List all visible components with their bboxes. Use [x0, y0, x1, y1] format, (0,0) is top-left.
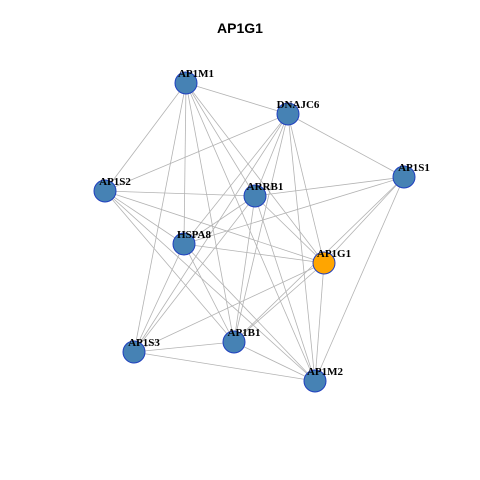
edge-hspa8-ap1b1: [183, 243, 235, 343]
node-label: AP1M2: [307, 366, 344, 378]
edge-dnajc6-ap1b1: [233, 113, 289, 343]
node-label: AP1S3: [128, 337, 160, 349]
node-circle[interactable]: [122, 340, 146, 364]
node-label: DNAJC6: [277, 99, 320, 111]
edge-ap1s1-hspa8: [183, 176, 405, 245]
edge-ap1s1-ap1m2: [314, 176, 405, 382]
edge-hspa8-ap1g1: [183, 243, 325, 264]
edge-ap1m1-ap1s2: [104, 82, 187, 192]
node-label: HSPA8: [177, 229, 212, 241]
node-circle[interactable]: [276, 102, 300, 126]
node-circle[interactable]: [312, 251, 336, 275]
node-ap1s3[interactable]: AP1S3: [122, 337, 160, 364]
node-ap1s1[interactable]: AP1S1: [392, 162, 430, 189]
node-label: AP1M1: [178, 68, 214, 80]
node-label: AP1G1: [317, 248, 351, 260]
edge-hspa8-ap1s3: [133, 243, 185, 353]
node-circle[interactable]: [172, 232, 196, 256]
edge-hspa8-ap1m2: [183, 243, 316, 382]
edge-dnajc6-ap1m2: [287, 113, 316, 382]
edge-ap1m1-hspa8: [183, 82, 187, 245]
edge-arrb1-ap1b1: [233, 195, 256, 343]
node-arrb1[interactable]: ARRB1: [243, 181, 284, 208]
node-circle[interactable]: [303, 369, 327, 393]
edge-dnajc6-arrb1: [254, 113, 289, 197]
edge-arrb1-ap1g1: [254, 195, 325, 264]
edge-ap1s2-ap1b1: [104, 190, 235, 343]
edge-dnajc6-ap1s2: [104, 113, 289, 192]
edge-dnajc6-ap1g1: [287, 113, 325, 264]
node-circle[interactable]: [93, 179, 117, 203]
graph-title: AP1G1: [217, 20, 263, 36]
edge-arrb1-hspa8: [183, 195, 256, 245]
node-ap1m2[interactable]: AP1M2: [303, 366, 344, 393]
edge-dnajc6-ap1s1: [287, 113, 405, 178]
edge-ap1m1-ap1b1: [185, 82, 235, 343]
edge-ap1m1-ap1m2: [185, 82, 316, 382]
node-label: AP1S1: [398, 162, 430, 174]
edge-ap1m1-dnajc6: [185, 82, 289, 115]
edge-arrb1-ap1s3: [133, 195, 256, 353]
edge-ap1g1-ap1s3: [133, 262, 325, 353]
edge-ap1s3-ap1m2: [133, 351, 316, 382]
edge-ap1g1-ap1m2: [314, 262, 325, 382]
edge-ap1m1-ap1g1: [185, 82, 325, 264]
node-ap1s2[interactable]: AP1S2: [93, 176, 131, 203]
edge-layer: [104, 82, 405, 382]
node-ap1g1[interactable]: AP1G1: [312, 248, 351, 275]
edge-arrb1-ap1m2: [254, 195, 316, 382]
edge-dnajc6-ap1s3: [133, 113, 289, 353]
node-label: ARRB1: [247, 181, 284, 193]
edge-ap1s2-ap1g1: [104, 190, 325, 264]
node-label: AP1S2: [99, 176, 131, 188]
node-label: AP1B1: [228, 327, 261, 339]
edge-ap1b1-ap1s3: [133, 341, 235, 353]
edge-ap1s2-ap1m2: [104, 190, 316, 382]
edge-ap1s2-arrb1: [104, 190, 256, 197]
node-ap1m1[interactable]: AP1M1: [174, 68, 214, 95]
edge-ap1s2-hspa8: [104, 190, 185, 245]
node-circle[interactable]: [222, 330, 246, 354]
node-circle[interactable]: [243, 184, 267, 208]
node-circle[interactable]: [392, 165, 416, 189]
edge-ap1m1-arrb1: [185, 82, 256, 197]
edge-ap1b1-ap1m2: [233, 341, 316, 382]
node-circle[interactable]: [174, 71, 198, 95]
edge-ap1s1-ap1g1: [323, 176, 405, 264]
edge-ap1s1-arrb1: [254, 176, 405, 197]
node-ap1b1[interactable]: AP1B1: [222, 327, 261, 354]
edge-ap1g1-ap1b1: [233, 262, 325, 343]
edge-ap1m1-ap1s3: [133, 82, 187, 353]
node-dnajc6[interactable]: DNAJC6: [276, 99, 320, 126]
node-hspa8[interactable]: HSPA8: [172, 229, 212, 256]
